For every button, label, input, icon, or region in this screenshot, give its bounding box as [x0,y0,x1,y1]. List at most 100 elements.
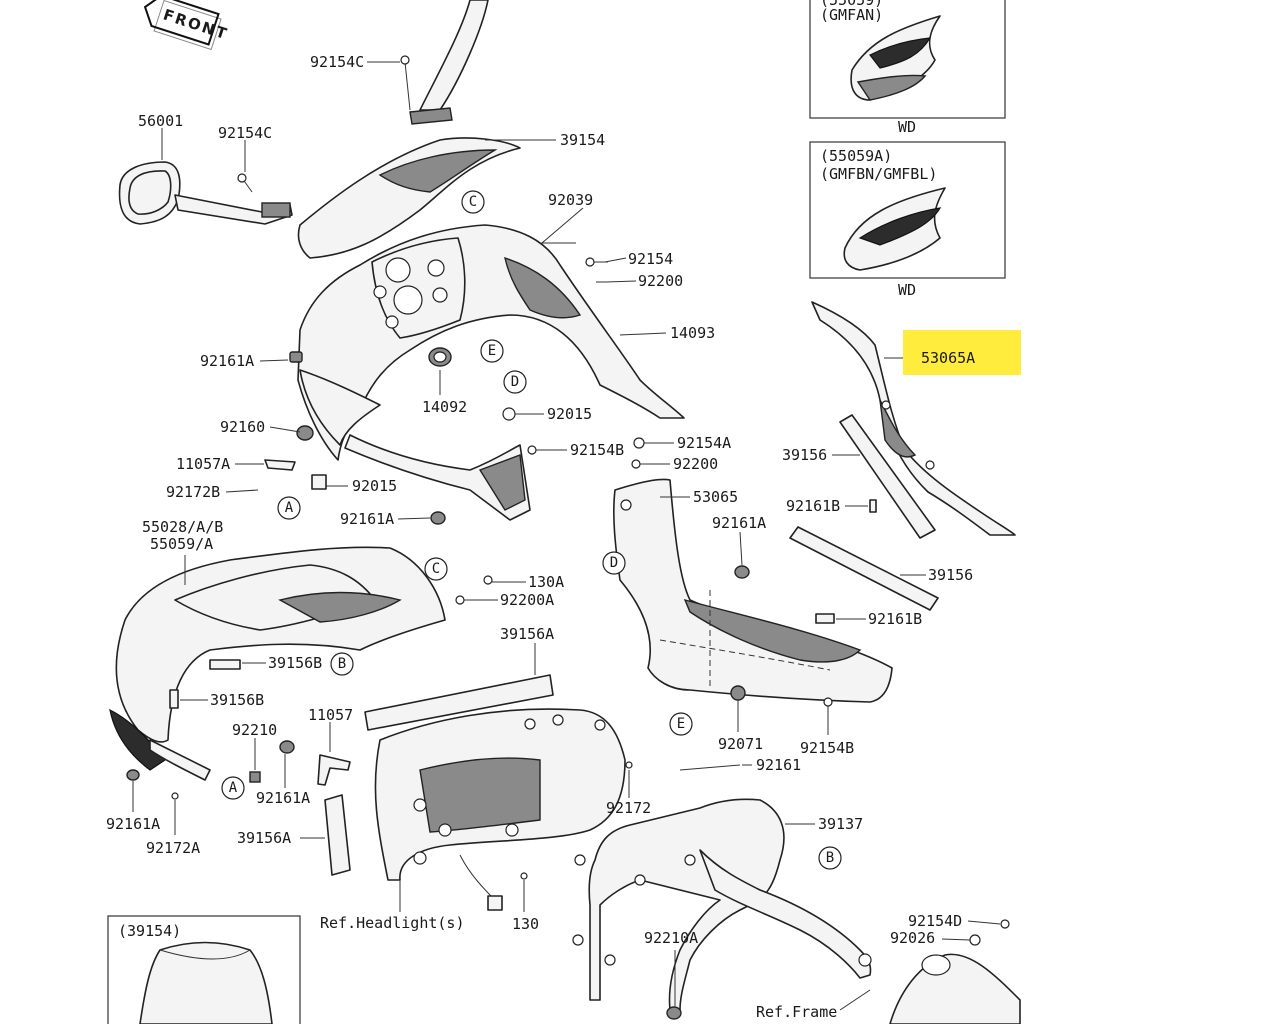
damper-92071 [730,685,746,701]
inset-box-variant: (GMFAN) [820,6,883,24]
screw-92172 [625,761,633,769]
part-label: 55028/A/B [142,518,223,536]
part-label: 130 [512,915,539,933]
frame-39137 [572,798,872,1011]
part-label-53065A: 53065A [921,349,975,367]
front-cowl-55028 [109,546,446,781]
ref-frame-label: Ref.Frame [756,1003,837,1021]
svg-text:E: E [677,716,685,732]
callout-b-1: B [330,652,354,676]
grommet-92161A-4 [126,769,140,781]
callout-b-2: B [818,846,842,870]
part-label: 56001 [138,112,183,130]
inset-box-note: WD [898,118,916,136]
svg-text:B: B [338,656,346,672]
grommet-92160 [296,425,314,441]
part-label: 92015 [352,477,397,495]
screw-92154B-2 [823,697,833,707]
screw-92154 [585,257,608,267]
inset-box-39154: (39154) [107,915,301,1024]
clip-92161A-1 [289,351,303,363]
spacer-92015 [311,474,327,490]
mirror-56001-right [409,0,489,125]
part-label: 55059/A [150,535,213,553]
callout-e-1: E [480,339,504,363]
inset-box-55059: (55059) (GMFAN) WD [809,0,1006,136]
part-label: 92154B [570,441,624,459]
part-label: 92161A [106,815,160,833]
part-label: 92200A [500,591,554,609]
inset-box-code: (55059) [820,0,883,9]
screw-92154B-1 [527,445,537,455]
side-cover-53065A [811,301,1016,536]
part-label: 92210A [644,929,698,947]
svg-text:D: D [511,374,519,390]
svg-text:B: B [826,850,834,866]
callout-a-2: A [221,776,245,800]
rivet-92161 [679,764,741,771]
foam-strip-39156-upper [839,414,936,539]
part-label: 39156B [268,654,322,672]
screw-130 [520,872,528,880]
inset-box-code: (55059A) [820,147,892,165]
foam-strip-39156-lower [789,526,939,611]
nut-92015-1 [502,407,516,421]
frame-ref-bracket [889,953,1021,1024]
part-label: 92161A [340,510,394,528]
svg-text:D: D [610,555,618,571]
screw-92154D [1000,919,1010,929]
part-label: 39137 [818,815,863,833]
part-labels: 92154C 56001 92154C 39154 92039 92154 92… [106,53,975,1021]
part-label: 92161A [200,352,254,370]
foam-strip-39156A-lower [324,794,351,876]
bracket-11057A [264,459,296,471]
part-label: 92154 [628,250,673,268]
callout-e-2: E [669,712,693,736]
part-label: 14092 [422,398,467,416]
part-label: 92161A [712,514,766,532]
screw-92154C-top [400,55,411,111]
front-arrow: FRONT [143,0,231,51]
side-cover-53065 [613,478,893,703]
part-label: 39156B [210,691,264,709]
svg-text:C: C [469,194,477,210]
part-label: 39156A [237,829,291,847]
part-label: 92039 [548,191,593,209]
part-label: 92154C [310,53,364,71]
grommet-92161A-5 [279,740,295,754]
clip-92161B-2 [815,613,835,624]
grommet-92210A [666,1006,682,1020]
screw-92172A [171,792,179,800]
part-label: 92210 [232,721,277,739]
part-label: 14093 [670,324,715,342]
clip-92161B-1 [869,499,877,513]
part-label: 39156 [782,446,827,464]
part-label: 92172 [606,799,651,817]
inset-box-note: WD [898,281,916,299]
part-label: 92172B [166,483,220,501]
part-label: 92154D [908,912,962,930]
svg-text:E: E [488,343,496,359]
part-label: 92161 [756,756,801,774]
part-label: 92160 [220,418,265,436]
part-label: 92172A [146,839,200,857]
callout-d-1: D [503,370,527,394]
grommet-92161A-2 [430,511,446,525]
washer-92200A [455,595,465,605]
part-label: 11057 [308,706,353,724]
part-label: 39156A [500,625,554,643]
part-label: 92015 [547,405,592,423]
lower-panel-bracket [344,434,531,521]
part-label: 11057A [176,455,230,473]
part-label: 39156 [928,566,973,584]
svg-text:A: A [229,780,238,796]
ref-headlight-label: Ref.Headlight(s) [320,914,465,932]
grommet-92161A-3 [734,565,750,579]
part-label: 92161B [786,497,840,515]
inset-box-code: (39154) [118,922,181,940]
inset-box-55059A: (55059A) (GMFBN/GMFBL) WD [809,141,1006,299]
inner-fairing-14093 [297,224,685,461]
callout-c-1: C [461,190,485,214]
part-label: 39154 [560,131,605,149]
mirror-56001-left [118,161,293,225]
